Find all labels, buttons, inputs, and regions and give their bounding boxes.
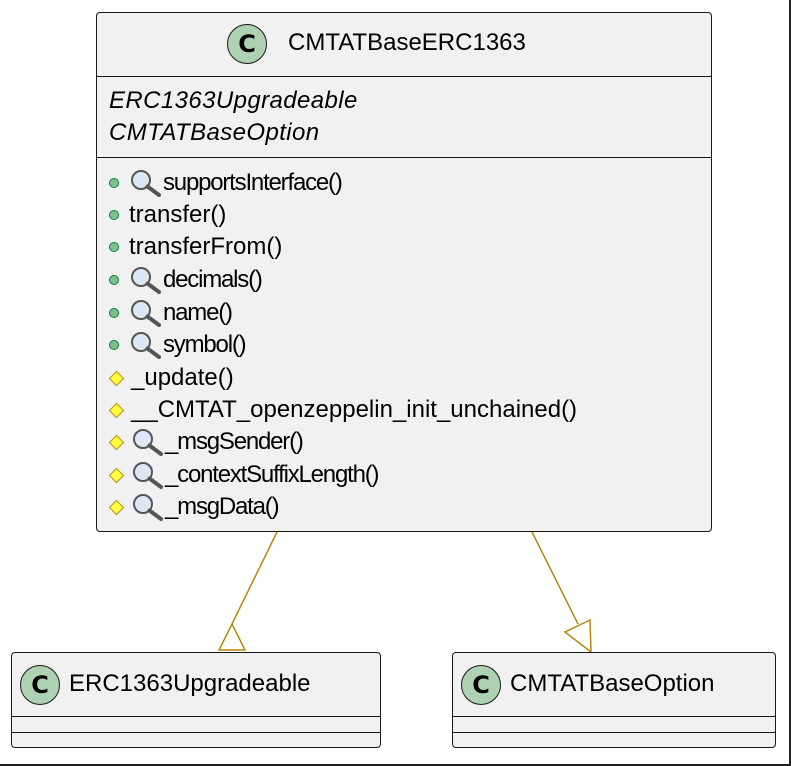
magnifier-icon — [129, 299, 163, 327]
protected-visibility-icon — [108, 402, 125, 418]
method-name: transfer() — [129, 201, 227, 228]
class-divider — [97, 76, 711, 77]
public-visibility-icon — [109, 210, 119, 220]
protected-visibility-icon — [108, 499, 125, 515]
method-name: transferFrom() — [129, 233, 283, 260]
class-divider — [453, 716, 775, 717]
magnifier-icon — [131, 428, 165, 456]
class-title: CMTATBaseERC1363 — [288, 29, 526, 56]
inheritance-arrowhead-right — [563, 618, 592, 654]
class-erc1363upgradeable[interactable]: C ERC1363Upgradeable — [11, 652, 381, 748]
class-divider — [453, 732, 775, 733]
class-title: CMTATBaseOption — [510, 670, 715, 697]
class-c-icon: C — [227, 24, 267, 64]
method-name: _update() — [131, 364, 234, 391]
protected-visibility-icon — [108, 370, 125, 386]
magnifier-icon — [131, 493, 165, 521]
public-visibility-icon — [109, 340, 119, 350]
magnifier-icon — [129, 169, 163, 197]
method-name: _msgData() — [165, 493, 280, 520]
method-row: supportsInterface() — [109, 168, 343, 198]
class-divider — [12, 716, 380, 717]
method-row: _contextSuffixLength() — [108, 460, 380, 490]
attribute-erc1363upgradeable: ERC1363Upgradeable — [109, 87, 358, 114]
class-c-icon: C — [20, 665, 60, 705]
public-visibility-icon — [109, 308, 119, 318]
method-row: decimals() — [109, 265, 263, 295]
method-name: decimals() — [163, 266, 263, 293]
method-row: symbol() — [109, 330, 247, 360]
edge-to-erc1363upgradeable — [231, 531, 278, 625]
class-divider — [97, 157, 711, 158]
method-row: __CMTAT_openzeppelin_init_unchained() — [108, 395, 578, 425]
protected-visibility-icon — [108, 434, 125, 450]
class-cmtatbaseoption[interactable]: C CMTATBaseOption — [452, 652, 776, 748]
method-row: _msgData() — [108, 492, 280, 522]
public-visibility-icon — [109, 275, 119, 285]
method-row: transferFrom() — [109, 232, 282, 262]
method-row: _update() — [108, 363, 234, 393]
method-name: _msgSender() — [165, 428, 304, 455]
attribute-cmtatbaseoption: CMTATBaseOption — [109, 119, 320, 146]
method-row: _msgSender() — [108, 427, 304, 457]
method-name: symbol() — [163, 331, 247, 358]
public-visibility-icon — [109, 178, 119, 188]
class-c-icon: C — [461, 665, 501, 705]
magnifier-icon — [129, 331, 163, 359]
method-name: supportsInterface() — [163, 169, 343, 196]
class-cmtatbaseerc1363[interactable]: C CMTATBaseERC1363 ERC1363Upgradeable CM… — [96, 12, 712, 532]
public-visibility-icon — [109, 242, 119, 252]
inheritance-arrowhead-left — [217, 622, 247, 651]
method-name: name() — [163, 299, 233, 326]
protected-visibility-icon — [108, 467, 125, 483]
method-row: name() — [109, 298, 233, 328]
method-row: transfer() — [109, 200, 226, 230]
class-divider — [12, 732, 380, 733]
magnifier-icon — [131, 461, 165, 489]
method-name: __CMTAT_openzeppelin_init_unchained() — [131, 396, 578, 423]
edge-to-cmtatbaseoption — [531, 531, 579, 625]
magnifier-icon — [129, 266, 163, 294]
method-name: _contextSuffixLength() — [165, 461, 380, 488]
class-title: ERC1363Upgradeable — [69, 670, 311, 697]
